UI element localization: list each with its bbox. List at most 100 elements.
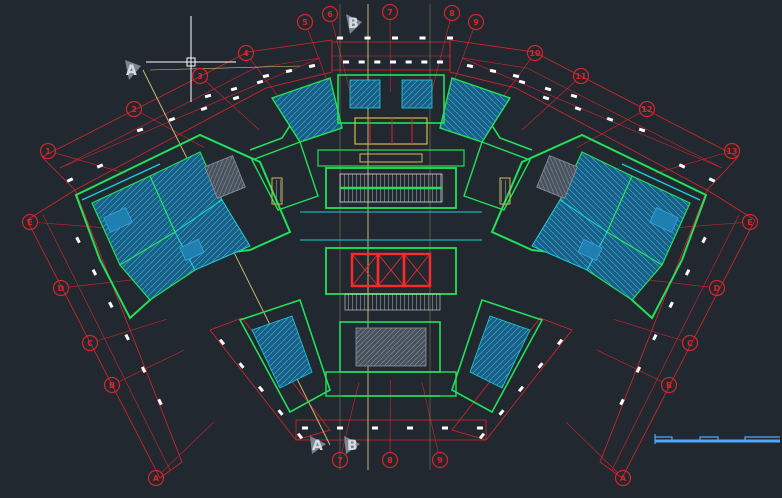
grid-bubble-circle bbox=[331, 451, 349, 469]
window-mark bbox=[708, 177, 716, 183]
grid-bubble-label: 9 bbox=[437, 456, 443, 465]
window-mark bbox=[296, 432, 304, 440]
window-mark bbox=[537, 362, 544, 369]
grid-bubble-circle bbox=[638, 100, 656, 118]
grid-bubble-left[interactable]: C bbox=[81, 334, 99, 352]
grid-bubble-circle bbox=[296, 13, 314, 31]
grid-bubble-right[interactable]: C bbox=[681, 334, 699, 352]
grid-bubble-right[interactable]: 11 bbox=[572, 67, 590, 85]
grid-bubble-circle bbox=[381, 3, 399, 21]
window-mark bbox=[343, 60, 349, 64]
grid-bubble-top[interactable]: 8 bbox=[443, 4, 461, 22]
window-mark bbox=[466, 63, 474, 69]
window-mark bbox=[606, 116, 614, 122]
grid-bubble-label: 11 bbox=[575, 72, 587, 81]
grid-bubble-label: C bbox=[87, 339, 93, 348]
grid-bubble-circle bbox=[467, 13, 485, 31]
grid-bubble-label: B bbox=[666, 381, 672, 390]
grid-line-top-8 bbox=[431, 20, 451, 91]
window-mark bbox=[91, 269, 98, 276]
grid-bubble-circle bbox=[526, 44, 544, 62]
grid-line-top-6 bbox=[331, 21, 351, 92]
grid-bubble-right[interactable]: 13 bbox=[723, 142, 741, 160]
grid-bubble-label: A bbox=[620, 474, 627, 483]
grid-bubble-right[interactable]: 10 bbox=[526, 44, 544, 62]
window-mark bbox=[108, 301, 114, 309]
grid-bubble-left[interactable]: A bbox=[147, 469, 165, 487]
grid-bubble-label: C bbox=[687, 339, 693, 348]
grid-bubble-left[interactable]: 1 bbox=[39, 142, 57, 160]
lower-center-block[interactable] bbox=[238, 298, 544, 414]
grid-bubble-circle bbox=[681, 334, 699, 352]
grid-bubble-circle bbox=[723, 142, 741, 160]
window-mark bbox=[678, 163, 686, 169]
grid-bubble-circle bbox=[660, 376, 678, 394]
ucs-crosshair-icon[interactable] bbox=[146, 16, 236, 102]
window-mark bbox=[256, 79, 264, 85]
grid-bubble-label: 7 bbox=[387, 8, 393, 17]
grid-bubble-right[interactable]: 12 bbox=[638, 100, 656, 118]
window-mark bbox=[230, 86, 238, 92]
grid-bubble-circle bbox=[614, 469, 632, 487]
grid-bubble-left[interactable]: D bbox=[52, 279, 70, 297]
window-mark bbox=[374, 60, 381, 64]
grid-bubble-label: 10 bbox=[529, 49, 541, 58]
grid-bubble-right[interactable]: E bbox=[741, 213, 759, 231]
window-mark bbox=[478, 432, 486, 440]
grid-bubble-left[interactable]: B bbox=[103, 376, 121, 394]
grid-bubble-top[interactable]: 5 bbox=[296, 13, 314, 31]
window-mark bbox=[337, 426, 343, 430]
right-wing[interactable] bbox=[439, 77, 708, 320]
grid-bubble-label: 2 bbox=[131, 105, 137, 114]
window-mark bbox=[96, 163, 104, 169]
window-mark bbox=[277, 409, 284, 416]
grid-line-left-C bbox=[97, 319, 167, 341]
window-mark bbox=[372, 426, 378, 430]
grid-bubble-right[interactable]: A bbox=[614, 469, 632, 487]
grid-bubble-bottom[interactable]: 9 bbox=[431, 451, 449, 469]
grid-bubble-label: D bbox=[58, 284, 65, 293]
grid-bubble-circle bbox=[708, 279, 726, 297]
grid-bubble-circle bbox=[431, 451, 449, 469]
grid-bubble-label: 3 bbox=[197, 72, 203, 81]
window-mark bbox=[489, 68, 497, 74]
grid-bubble-left[interactable]: 3 bbox=[191, 67, 209, 85]
window-mark bbox=[517, 385, 525, 393]
grid-bubble-left[interactable]: 4 bbox=[237, 44, 255, 62]
axis-marker-b-top: B bbox=[346, 14, 362, 34]
window-mark bbox=[204, 93, 212, 99]
window-mark bbox=[447, 36, 453, 40]
window-mark bbox=[140, 366, 147, 373]
axis-marker-a-bottom: A bbox=[310, 436, 326, 454]
grid-line-right-E bbox=[670, 222, 743, 229]
central-core[interactable] bbox=[300, 167, 482, 311]
grid-bubble-bottom[interactable]: 7 bbox=[331, 451, 349, 469]
grid-bubble-label: 12 bbox=[641, 105, 652, 114]
grid-bubble-right[interactable]: B bbox=[660, 376, 678, 394]
grid-line-right-A bbox=[565, 421, 618, 473]
grid-bubble-right[interactable]: D bbox=[708, 279, 726, 297]
window-mark bbox=[574, 106, 582, 112]
left-wing[interactable] bbox=[74, 77, 343, 320]
grid-bubble-top[interactable]: 6 bbox=[321, 5, 339, 23]
window-mark bbox=[419, 36, 426, 40]
grid-bubble-top[interactable]: 7 bbox=[381, 3, 399, 21]
grid-bubble-left[interactable]: E bbox=[21, 213, 39, 231]
scale-bar bbox=[654, 434, 780, 444]
grid-bubble-circle bbox=[21, 213, 39, 231]
grid-bubble-top[interactable]: 9 bbox=[467, 13, 485, 31]
top-center-block[interactable] bbox=[317, 74, 465, 167]
grid-bubble-label: 7 bbox=[337, 456, 343, 465]
window-mark bbox=[477, 426, 483, 430]
window-mark bbox=[544, 86, 552, 92]
grid-bubble-bottom[interactable]: 8 bbox=[381, 451, 399, 469]
grid-bubble-circle bbox=[572, 67, 590, 85]
axis-marker-b-bottom: B bbox=[344, 436, 360, 454]
grid-bubble-left[interactable]: 2 bbox=[125, 100, 143, 118]
grid-bubble-label: 1 bbox=[45, 147, 51, 156]
grid-bubble-label: 4 bbox=[243, 49, 249, 58]
grid-line-left-D bbox=[68, 278, 141, 288]
window-mark bbox=[437, 60, 443, 64]
